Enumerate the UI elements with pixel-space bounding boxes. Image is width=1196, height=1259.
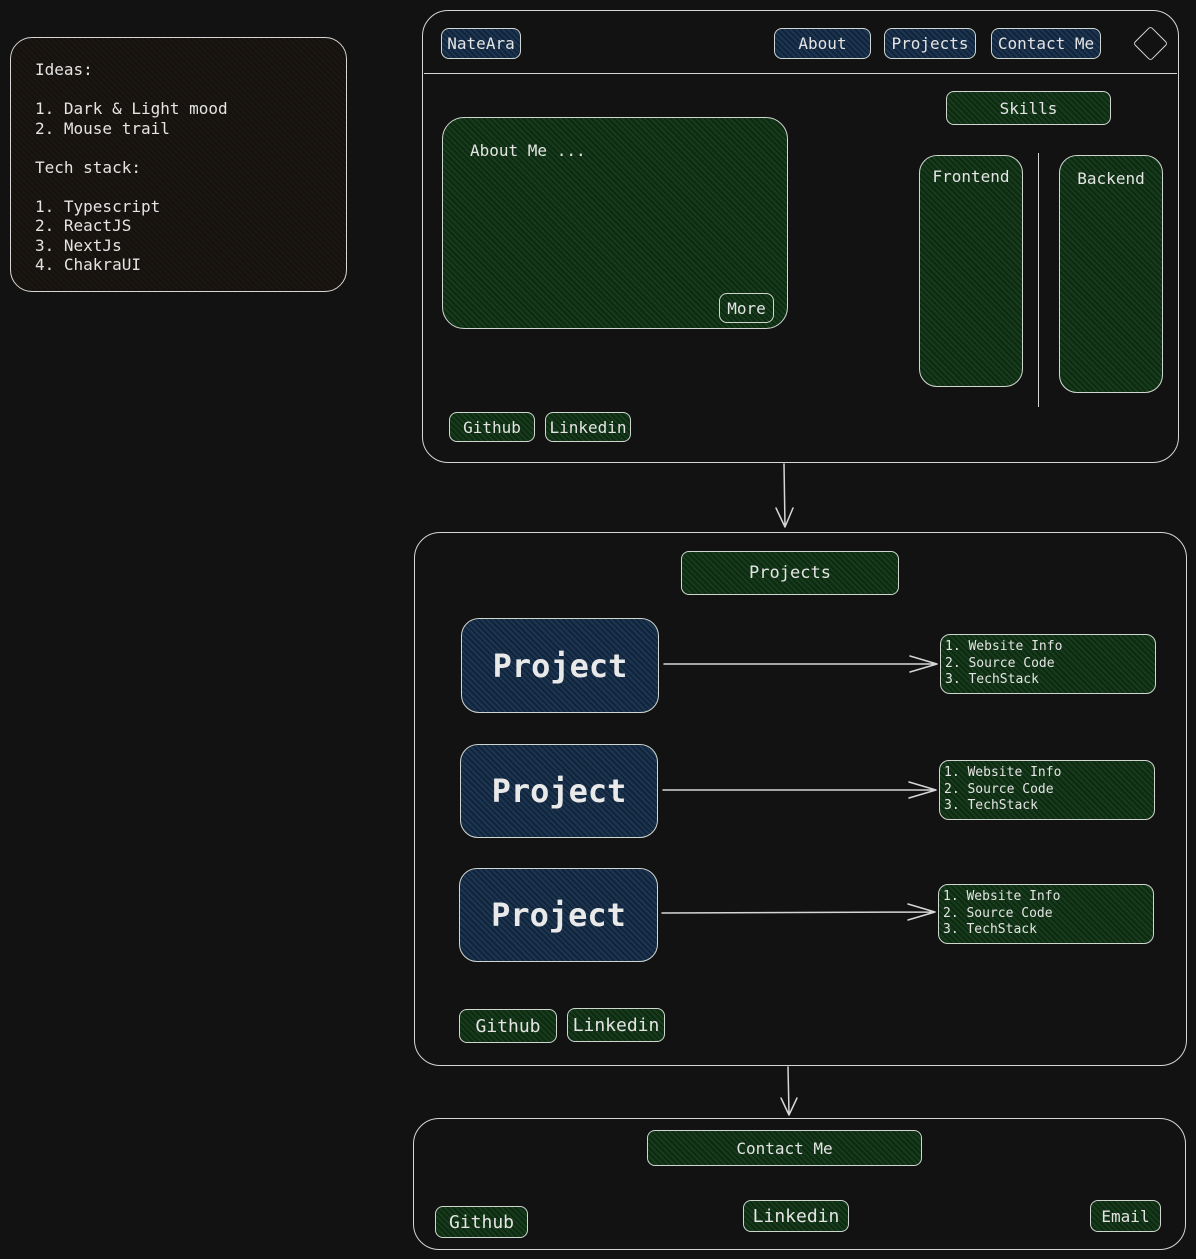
ideas-title: Ideas:: [35, 60, 93, 79]
about-section-frame: [422, 10, 1179, 463]
tech-stack-item: 1. Typescript: [35, 196, 161, 216]
project-details: 1. Website Info 2. Source Code 3. TechSt…: [939, 760, 1155, 820]
backend-label: Backend: [1077, 169, 1145, 188]
projects-header: Projects: [681, 551, 899, 595]
project-detail-item: 2. Source Code: [945, 655, 1055, 671]
tech-stack-title: Tech stack:: [35, 157, 141, 177]
github-button[interactable]: Github: [449, 412, 535, 442]
idea-item: 1. Dark & Light mood: [35, 99, 228, 118]
project-card[interactable]: Project: [459, 868, 658, 962]
email-button[interactable]: Email: [1090, 1200, 1161, 1232]
linkedin-button[interactable]: Linkedin: [567, 1008, 665, 1042]
project-detail-item: 1. Website Info: [943, 889, 1061, 904]
skills-divider: [1038, 153, 1039, 407]
project-card[interactable]: Project: [460, 744, 658, 838]
nav-projects[interactable]: Projects: [884, 28, 976, 59]
contact-section-frame: [413, 1118, 1186, 1250]
project-detail-item: 1. Website Info: [944, 765, 1062, 780]
logo-button[interactable]: NateAra: [441, 28, 521, 59]
backend-skills-card: [1059, 155, 1163, 393]
projects-section-frame: [414, 532, 1187, 1066]
idea-item: 2. Mouse trail: [35, 118, 170, 138]
github-button[interactable]: Github: [435, 1206, 528, 1238]
arrow-about-to-projects: [775, 463, 794, 528]
tech-stack-item: 3. NextJs: [35, 235, 122, 255]
frontend-skills-card: [919, 155, 1023, 387]
header-divider: [424, 73, 1177, 74]
github-button[interactable]: Github: [459, 1009, 557, 1043]
nav-contact-me[interactable]: Contact Me: [991, 28, 1101, 59]
project-detail-item: 3. TechStack: [943, 922, 1037, 937]
nav-about[interactable]: About: [774, 28, 871, 59]
project-detail-item: 2. Source Code: [944, 781, 1054, 797]
linkedin-button[interactable]: Linkedin: [545, 412, 631, 442]
notes-card: Ideas: 1. Dark & Light mood 2. Mouse tra…: [10, 37, 347, 292]
project-detail-item: 2. Source Code: [943, 905, 1053, 921]
tech-stack-item: 4. ChakraUI: [35, 255, 141, 274]
frontend-label: Frontend: [932, 167, 1010, 186]
about-me-title: About Me ...: [470, 141, 586, 160]
linkedin-button[interactable]: Linkedin: [743, 1200, 849, 1232]
arrow-projects-to-contact: [780, 1066, 798, 1116]
project-card[interactable]: Project: [461, 618, 659, 713]
skills-header: Skills: [946, 91, 1111, 125]
project-detail-item: 3. TechStack: [945, 672, 1039, 687]
project-detail-item: 1. Website Info: [945, 639, 1063, 654]
project-detail-item: 3. TechStack: [944, 798, 1038, 813]
project-details: 1. Website Info 2. Source Code 3. TechSt…: [940, 634, 1156, 694]
more-button[interactable]: More: [719, 293, 774, 323]
contact-me-header: Contact Me: [647, 1130, 922, 1166]
tech-stack-item: 2. ReactJS: [35, 216, 132, 235]
project-details: 1. Website Info 2. Source Code 3. TechSt…: [938, 884, 1154, 944]
